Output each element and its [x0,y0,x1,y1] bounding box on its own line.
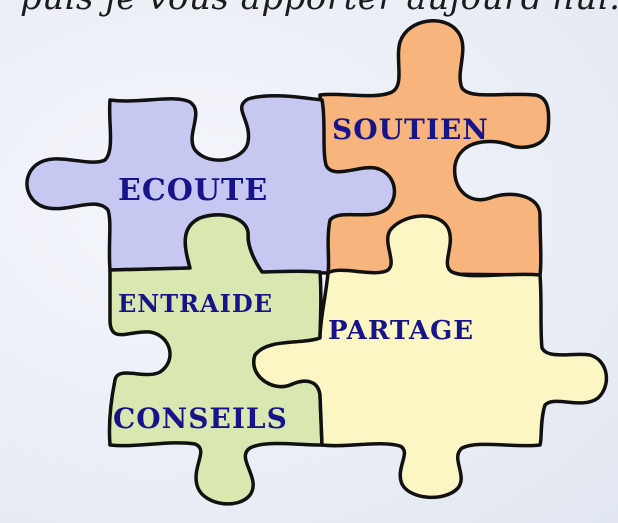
puzzle-piece-entraide [107,213,324,506]
label-conseils: CONSEILS [113,402,288,435]
puzzle-piece-partage [252,214,609,500]
puzzle-piece-ecoute [25,93,397,275]
label-ecoute: ECOUTE [118,173,269,208]
label-soutien: SOUTIEN [332,113,489,146]
label-partage: PARTAGE [328,316,475,346]
label-entraide: ENTRAIDE [118,289,273,318]
header-partial-text: puis je vous apporter aujourd'hui... [20,0,618,18]
